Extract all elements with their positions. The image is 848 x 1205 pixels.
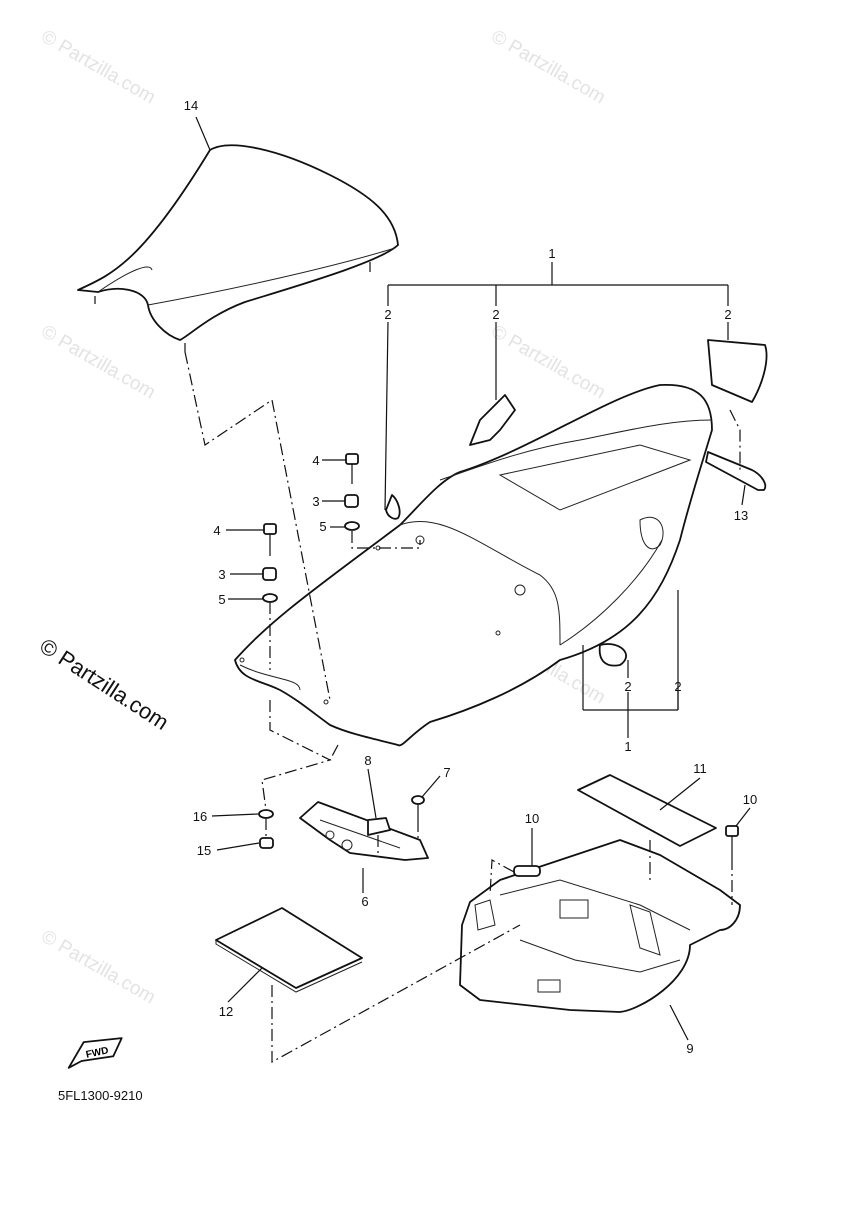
callout-8: 8 <box>364 753 371 768</box>
callout-9: 9 <box>686 1041 693 1056</box>
watermark-text: © Partzilla.com <box>488 321 609 403</box>
callout-3: 3 <box>218 567 225 582</box>
fwd-label: FWD <box>85 1045 110 1060</box>
cowl-decal <box>469 394 516 446</box>
grab-strip <box>705 451 767 491</box>
seat-cowl <box>234 339 768 747</box>
cowl-side-cover <box>598 643 627 667</box>
callout-10: 10 <box>525 811 539 826</box>
callout-2: 2 <box>624 679 631 694</box>
watermark-text: © Partzilla.com <box>38 26 159 108</box>
callout-11: 11 <box>693 761 707 776</box>
callout-2: 2 <box>492 307 499 322</box>
callout-4: 4 <box>312 453 319 468</box>
bolt <box>725 825 739 837</box>
cowl-left-cover <box>385 494 401 520</box>
bolt-set-lower <box>262 523 278 603</box>
callout-labels: 14 1 2 2 2 13 4 3 5 4 3 5 2 2 1 8 7 11 1… <box>184 98 757 1056</box>
leader-lines <box>195 116 751 1041</box>
callout-5: 5 <box>218 592 225 607</box>
watermark-text: © Partzilla.com <box>38 926 159 1008</box>
bolt <box>513 865 541 877</box>
callout-2: 2 <box>674 679 681 694</box>
rider-seat <box>77 144 399 352</box>
bolt-set-upper <box>344 453 360 531</box>
callout-7: 7 <box>443 765 450 780</box>
logo-decal <box>639 517 664 550</box>
diagram-code: 5FL1300-9210 <box>58 1088 143 1103</box>
seat-clip <box>367 817 391 836</box>
callout-14: 14 <box>184 98 198 113</box>
assembly-lines <box>184 351 741 1064</box>
callout-6: 6 <box>361 894 368 909</box>
callout-1: 1 <box>548 246 555 261</box>
washer <box>258 809 274 819</box>
callout-2: 2 <box>724 307 731 322</box>
watermark-main: © Partzilla.com <box>35 633 173 735</box>
callout-13: 13 <box>734 508 748 523</box>
callout-2: 2 <box>384 307 391 322</box>
pad-upper <box>577 774 717 847</box>
watermark-text: © Partzilla.com <box>38 321 159 403</box>
seat-bracket <box>299 801 429 861</box>
nut <box>259 837 274 849</box>
callout-12: 12 <box>219 1004 233 1019</box>
callout-15: 15 <box>197 843 211 858</box>
callout-10: 10 <box>743 792 757 807</box>
callout-1: 1 <box>624 739 631 754</box>
screw <box>411 795 425 805</box>
callout-4: 4 <box>213 523 220 538</box>
sheet-lower <box>215 907 363 989</box>
cowl-rear-cover <box>707 339 768 403</box>
callout-3: 3 <box>312 494 319 509</box>
callout-5: 5 <box>319 519 326 534</box>
battery-box <box>459 839 741 1013</box>
watermark-text: © Partzilla.com <box>488 26 609 108</box>
fwd-arrow-icon: FWD <box>67 1037 123 1069</box>
callout-16: 16 <box>193 809 207 824</box>
